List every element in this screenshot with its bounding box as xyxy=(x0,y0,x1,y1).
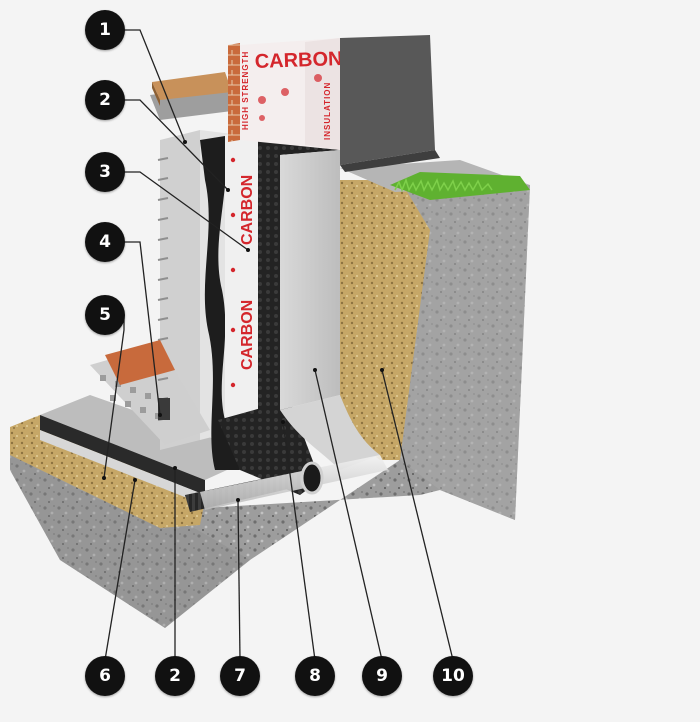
waterproof-membrane xyxy=(200,136,240,470)
floor-slab xyxy=(40,395,260,505)
leader-4 xyxy=(124,241,161,416)
upper-block xyxy=(340,35,440,172)
leader-8 xyxy=(282,421,316,661)
marker-6: 6 xyxy=(85,656,125,696)
leader-2-top xyxy=(124,99,229,191)
marker-3: 3 xyxy=(85,152,125,192)
brand-text: CARBON xyxy=(254,48,342,73)
board-text-strength: HIGH STRENGTH xyxy=(241,51,250,130)
leader-dots xyxy=(102,140,384,502)
insulation-panel: CARBON HIGH STRENGTH INSULATION CARBON C… xyxy=(239,38,343,370)
leader-3 xyxy=(124,171,249,251)
leader-10 xyxy=(381,369,454,661)
backfill-gravel xyxy=(340,180,430,460)
brand-text-vertical: CARBON xyxy=(239,175,256,245)
marker-2-bottom: 2 xyxy=(155,656,195,696)
marker-9: 9 xyxy=(362,656,402,696)
brick-wall xyxy=(228,43,240,142)
marker-8: 8 xyxy=(295,656,335,696)
leader-6 xyxy=(104,479,136,661)
upper-floor xyxy=(150,72,240,120)
brand-text-vertical-2: CARBON xyxy=(239,300,256,370)
leader-9 xyxy=(314,369,383,661)
leader-1 xyxy=(124,29,186,143)
marker-4: 4 xyxy=(85,222,125,262)
board-text-insulation: INSULATION xyxy=(323,82,332,140)
marker-7: 7 xyxy=(220,656,260,696)
drainage-pipe xyxy=(185,455,388,512)
grass-top xyxy=(340,160,530,200)
insulation-board xyxy=(225,130,258,420)
marker-1: 1 xyxy=(85,10,125,50)
marker-2-top: 2 xyxy=(85,80,125,120)
leader-7 xyxy=(237,499,241,661)
marker-10: 10 xyxy=(433,656,473,696)
marker-5: 5 xyxy=(85,295,125,335)
